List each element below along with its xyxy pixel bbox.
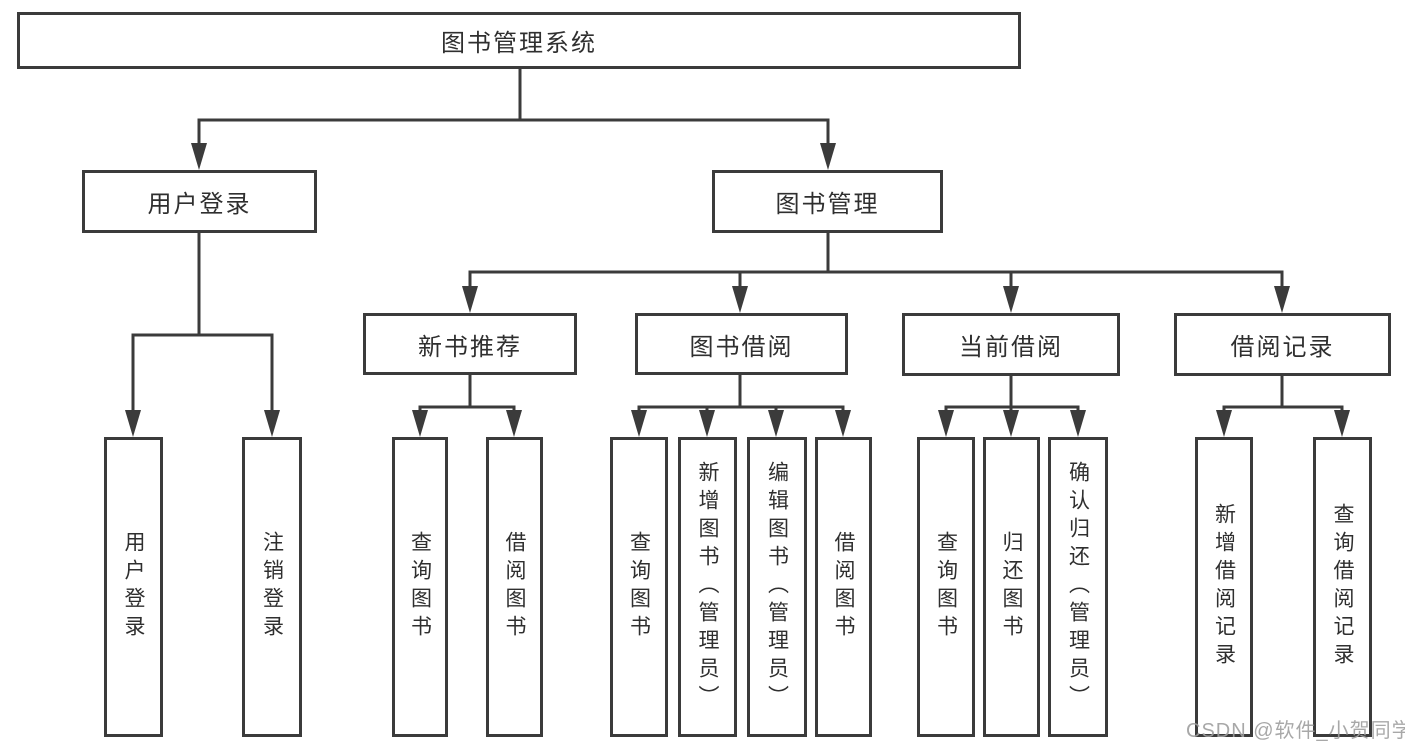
arrow-down-icon bbox=[732, 286, 748, 313]
node-book-borrow: 图书借阅 bbox=[635, 313, 848, 375]
node-new-book-recommend: 新书推荐 bbox=[363, 313, 577, 375]
leaf-borrow-books-label: 借阅图书 bbox=[832, 531, 856, 643]
leaf-recommend-query-books: 查询图书 bbox=[392, 437, 448, 737]
node-book-borrow-label: 图书借阅 bbox=[689, 333, 794, 361]
leaf-recommend-borrow-books: 借阅图书 bbox=[486, 437, 543, 737]
node-borrow-records-label: 借阅记录 bbox=[1230, 334, 1335, 361]
node-user-login: 用户登录 bbox=[82, 170, 317, 233]
connector-book-borrow-children bbox=[631, 373, 851, 437]
node-current-borrow: 当前借阅 bbox=[902, 313, 1120, 376]
leaf-return-books-label: 归还图书 bbox=[1000, 531, 1024, 643]
arrow-down-icon bbox=[768, 410, 784, 437]
leaf-recommend-borrow-books-label: 借阅图书 bbox=[503, 531, 527, 643]
leaf-add-books-admin: 新增图书（管理员） bbox=[678, 437, 737, 737]
leaf-current-query-books-label: 查询图书 bbox=[934, 531, 958, 643]
leaf-return-books: 归还图书 bbox=[983, 437, 1040, 737]
watermark: CSDN @软件_小贺同学 bbox=[1186, 720, 1405, 742]
arrow-down-icon bbox=[820, 143, 836, 170]
leaf-edit-books-admin-label: 编辑图书（管理员） bbox=[765, 461, 789, 713]
arrow-down-icon bbox=[1274, 286, 1290, 313]
node-new-book-recommend-label: 新书推荐 bbox=[418, 333, 522, 361]
leaf-add-books-admin-label: 新增图书（管理员） bbox=[696, 461, 720, 713]
connector-root-to-level2 bbox=[191, 66, 836, 170]
arrow-down-icon bbox=[264, 410, 280, 437]
arrow-down-icon bbox=[191, 143, 207, 170]
arrow-down-icon bbox=[1334, 410, 1350, 437]
arrow-down-icon bbox=[1070, 410, 1086, 437]
node-user-login-label: 用户登录 bbox=[147, 191, 252, 218]
leaf-add-borrow-record: 新增借阅记录 bbox=[1195, 437, 1253, 737]
arrow-down-icon bbox=[412, 410, 428, 437]
leaf-current-query-books: 查询图书 bbox=[917, 437, 975, 737]
leaf-edit-books-admin: 编辑图书（管理员） bbox=[747, 437, 807, 737]
connector-borrow-records-children bbox=[1216, 373, 1350, 437]
leaf-user-login-label: 用户登录 bbox=[122, 531, 146, 643]
arrow-down-icon bbox=[1216, 410, 1232, 437]
leaf-borrow-query-books-label: 查询图书 bbox=[627, 531, 651, 643]
leaf-query-borrow-record-label: 查询借阅记录 bbox=[1331, 503, 1355, 671]
leaf-user-login: 用户登录 bbox=[104, 437, 163, 737]
leaf-borrow-query-books: 查询图书 bbox=[610, 437, 668, 737]
arrow-down-icon bbox=[1003, 410, 1019, 437]
leaf-recommend-query-books-label: 查询图书 bbox=[408, 531, 432, 643]
arrow-down-icon bbox=[506, 410, 522, 437]
node-current-borrow-label: 当前借阅 bbox=[959, 334, 1063, 361]
arrow-down-icon bbox=[835, 410, 851, 437]
node-book-management-label: 图书管理 bbox=[775, 191, 880, 218]
leaf-confirm-return-admin: 确认归还（管理员） bbox=[1048, 437, 1108, 737]
arrow-down-icon bbox=[699, 410, 715, 437]
node-root: 图书管理系统 bbox=[17, 12, 1021, 69]
leaf-logout: 注销登录 bbox=[242, 437, 302, 737]
connector-user-login-children bbox=[125, 231, 280, 437]
leaf-confirm-return-admin-label: 确认归还（管理员） bbox=[1066, 461, 1090, 713]
leaf-borrow-books: 借阅图书 bbox=[815, 437, 872, 737]
node-borrow-records: 借阅记录 bbox=[1174, 313, 1391, 376]
leaf-add-borrow-record-label: 新增借阅记录 bbox=[1212, 503, 1236, 671]
connector-current-borrow-children bbox=[938, 373, 1086, 437]
leaf-logout-label: 注销登录 bbox=[260, 531, 284, 643]
node-root-label: 图书管理系统 bbox=[441, 30, 597, 57]
arrow-down-icon bbox=[938, 410, 954, 437]
arrow-down-icon bbox=[125, 410, 141, 437]
node-book-management: 图书管理 bbox=[712, 170, 943, 233]
arrow-down-icon bbox=[631, 410, 647, 437]
connector-new-book-recommend-children bbox=[412, 373, 522, 437]
arrow-down-icon bbox=[1003, 286, 1019, 313]
arrow-down-icon bbox=[462, 286, 478, 313]
leaf-query-borrow-record: 查询借阅记录 bbox=[1313, 437, 1372, 737]
connector-book-management-to-level3 bbox=[462, 231, 1290, 313]
